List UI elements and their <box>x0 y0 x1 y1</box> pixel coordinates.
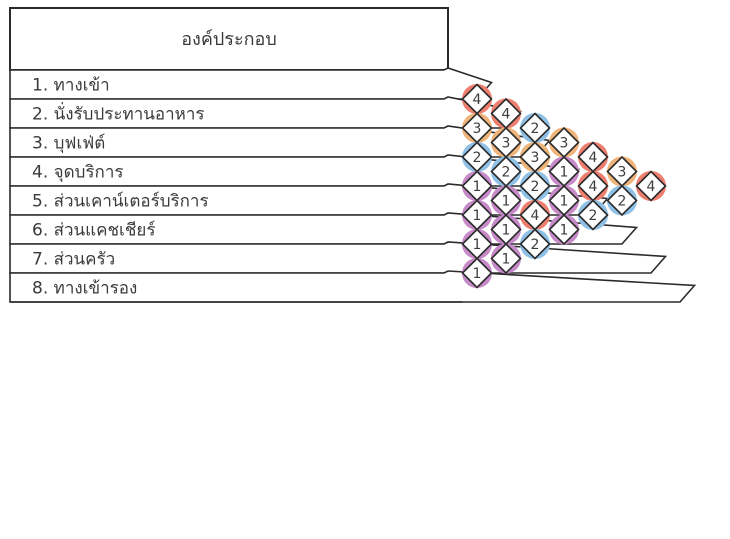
rating-value: 3 <box>473 121 482 137</box>
row-label: 6. ส่วนแคชเชียร์ <box>32 221 155 241</box>
rating-value: 2 <box>473 150 482 166</box>
rating-value: 4 <box>473 92 482 108</box>
matrix-cell <box>577 199 609 231</box>
rating-value: 2 <box>531 121 540 137</box>
rating-value: 4 <box>589 150 598 166</box>
rating-value: 2 <box>502 165 511 181</box>
rating-value: 3 <box>560 136 569 152</box>
rating-value: 1 <box>560 194 569 210</box>
row-label: 7. ส่วนครัว <box>32 250 115 270</box>
rating-value: 1 <box>473 208 482 224</box>
row-label: 4. จุดบริการ <box>32 163 124 183</box>
matrix-cell <box>635 170 667 202</box>
row-label: 8. ทางเข้ารอง <box>32 279 137 299</box>
rating-value: 2 <box>589 208 598 224</box>
rating-value: 4 <box>589 179 598 195</box>
rating-value: 2 <box>531 179 540 195</box>
row-label: 1. ทางเข้า <box>32 76 110 96</box>
rating-value: 1 <box>473 179 482 195</box>
rating-value: 3 <box>502 136 511 152</box>
rating-value: 1 <box>502 223 511 239</box>
row-label: 3. บุฟเฟ่ต์ <box>32 134 105 154</box>
rating-value: 1 <box>560 223 569 239</box>
rating-value: 2 <box>531 237 540 253</box>
matrix-cell <box>519 228 551 260</box>
matrix-cell <box>461 257 493 289</box>
rating-value: 4 <box>531 208 540 224</box>
rating-value: 4 <box>647 179 656 195</box>
matrix-cell <box>490 242 522 275</box>
header-box <box>9 7 449 71</box>
row-label: 5. ส่วนเคาน์เตอร์บริการ <box>32 192 209 212</box>
rating-value: 1 <box>473 266 482 282</box>
matrix-cell <box>606 184 638 217</box>
header-label: องค์ประกอบ <box>181 29 277 50</box>
matrix-cell <box>548 213 580 246</box>
rating-value: 1 <box>560 165 569 181</box>
row-label: 2. นั่งรับประทานอาหาร <box>32 102 205 125</box>
rating-value: 3 <box>531 150 540 166</box>
rating-value: 1 <box>502 252 511 268</box>
rating-value: 1 <box>473 237 482 253</box>
rating-value: 2 <box>618 194 627 210</box>
rating-value: 3 <box>618 165 627 181</box>
rating-value: 4 <box>502 107 511 123</box>
rating-value: 1 <box>502 194 511 210</box>
